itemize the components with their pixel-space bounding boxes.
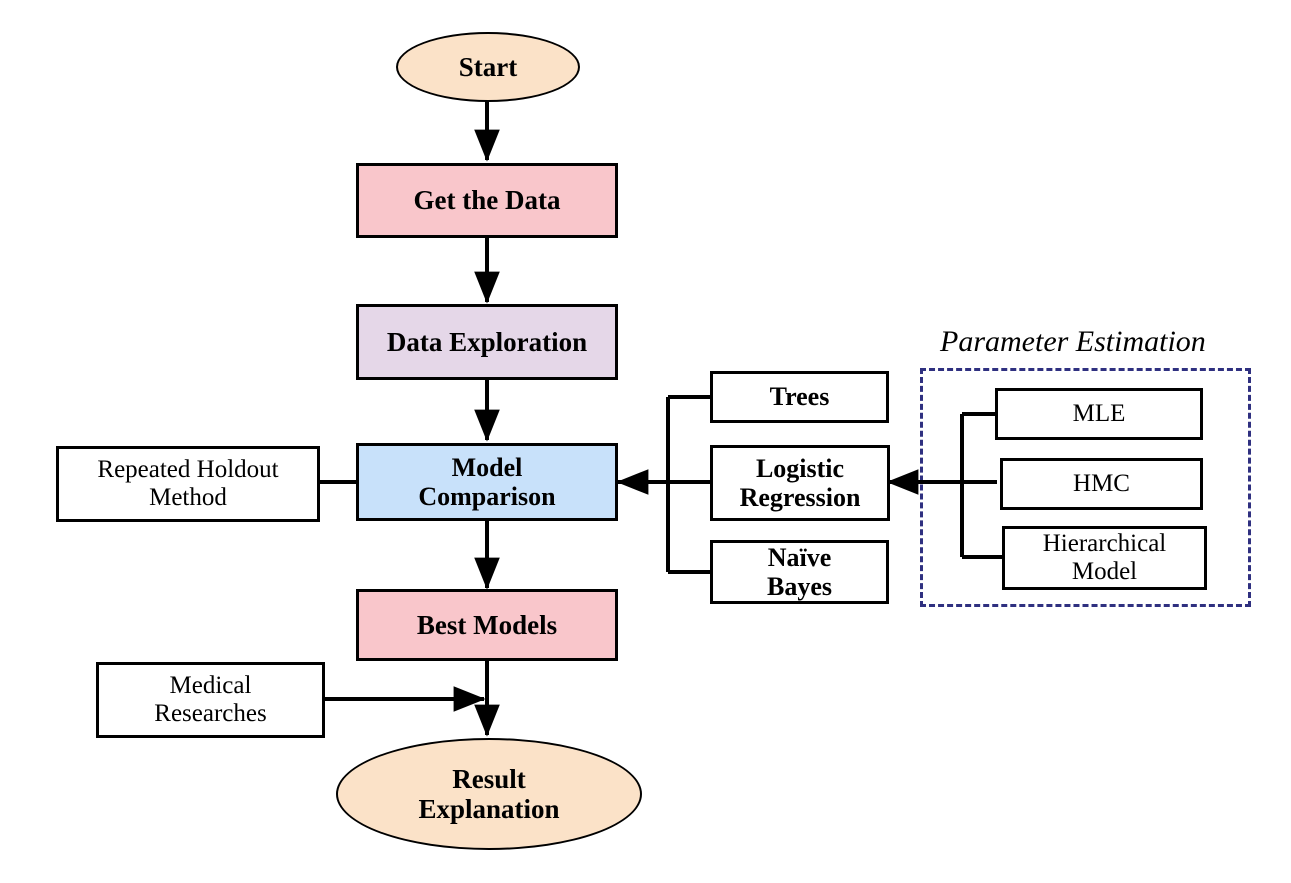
node-repeated-holdout-method-label: Repeated Holdout Method — [97, 456, 279, 511]
node-logistic-regression-label: Logistic Regression — [739, 453, 861, 512]
node-get-the-data[interactable]: Get the Data — [356, 163, 618, 238]
node-hierarchical-model-label: Hierarchical Model — [1042, 530, 1167, 585]
node-hierarchical-model[interactable]: Hierarchical Model — [1002, 526, 1207, 590]
node-model-comparison-label: Model Comparison — [418, 452, 556, 511]
node-result-explanation-label: Result Explanation — [418, 763, 560, 824]
node-mle[interactable]: MLE — [995, 388, 1203, 440]
node-hmc[interactable]: HMC — [1000, 458, 1203, 510]
node-medical-researches[interactable]: Medical Researches — [96, 662, 325, 738]
node-best-models[interactable]: Best Models — [356, 589, 618, 661]
node-trees-label: Trees — [769, 382, 830, 412]
node-result-explanation[interactable]: Result Explanation — [336, 738, 642, 850]
node-logistic-regression[interactable]: Logistic Regression — [710, 445, 890, 521]
node-best-models-label: Best Models — [416, 609, 558, 640]
node-trees[interactable]: Trees — [710, 371, 889, 423]
node-repeated-holdout-method[interactable]: Repeated Holdout Method — [56, 446, 320, 522]
node-start-label: Start — [458, 51, 518, 82]
parameter-estimation-group-box — [920, 368, 1251, 607]
node-data-exploration[interactable]: Data Exploration — [356, 304, 618, 380]
node-get-the-data-label: Get the Data — [413, 185, 561, 216]
node-medical-researches-label: Medical Researches — [154, 672, 267, 727]
node-data-exploration-label: Data Exploration — [386, 326, 588, 357]
node-naive-bayes[interactable]: Naïve Bayes — [710, 540, 889, 604]
node-naive-bayes-label: Naïve Bayes — [767, 542, 832, 601]
node-mle-label: MLE — [1072, 400, 1126, 427]
node-hmc-label: HMC — [1073, 470, 1130, 497]
parameter-estimation-group-label: Parameter Estimation — [940, 325, 1206, 358]
node-model-comparison[interactable]: Model Comparison — [356, 443, 618, 521]
node-start[interactable]: Start — [396, 32, 580, 102]
